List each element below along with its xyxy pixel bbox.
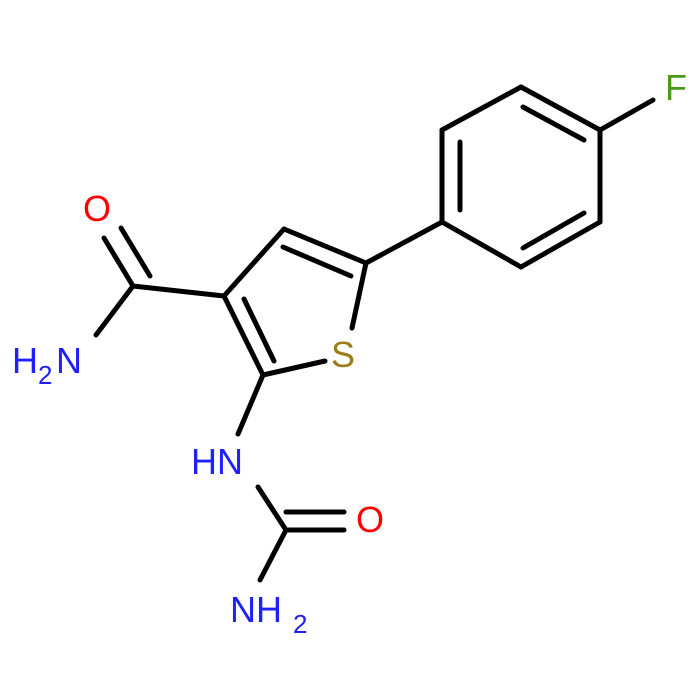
bond-urea-c-n (257, 527, 289, 583)
atom-carboxamide-amine-n: N (56, 340, 82, 381)
bond-thiophene-c5-c4-double (280, 244, 354, 279)
bond-c-f (597, 97, 656, 133)
atom-carboxamide-amine-label: H 2 N (12, 340, 82, 390)
atom-urea-oxygen-label: O (356, 499, 384, 540)
bond-layer (93, 84, 656, 583)
bond-thiophene-c3-c2 (221, 293, 266, 378)
bond-phenyl-2 (518, 84, 603, 133)
bond-phenyl-5 (439, 219, 524, 270)
bond-thiophene-c2-s (260, 358, 328, 378)
bond-phenyl-4 (518, 219, 603, 270)
atom-urea-amine-subscript: 2 (293, 609, 307, 639)
atom-urea-nh-label: HN (191, 441, 243, 482)
bond-nh-urea-c (255, 484, 289, 533)
bond-carbonyl-n (93, 283, 136, 338)
atom-carboxamide-oxygen-label: O (83, 188, 111, 229)
bond-thiophene-c3-c2-double (241, 296, 277, 364)
bond-carbonyl-o-b (118, 225, 153, 279)
atom-urea-amine-nh: NH (230, 589, 282, 630)
bond-phenyl-thiophene (363, 219, 445, 266)
bond-c2-nh (235, 372, 266, 437)
bond-c3-carbonyl (130, 283, 227, 299)
atom-urea-amine-label: NH 2 (230, 589, 307, 639)
bond-phenyl-4-double (520, 210, 587, 251)
bond-carbonyl-o-a (101, 235, 136, 289)
bond-phenyl-1 (439, 84, 524, 133)
bond-thiophene-s-c5 (349, 260, 369, 331)
bond-thiophene-c4-c3 (221, 226, 287, 299)
bond-thiophene-c5-c4 (281, 226, 369, 266)
atom-carboxamide-amine-h: H (12, 340, 38, 381)
atom-label-layer: F S O H 2 N HN O NH 2 (12, 67, 687, 639)
bond-phenyl-2-double (520, 104, 587, 143)
atom-carboxamide-amine-subscript: 2 (38, 360, 52, 390)
atom-fluorine-label: F (665, 67, 687, 108)
atom-sulfur-label: S (331, 334, 355, 375)
